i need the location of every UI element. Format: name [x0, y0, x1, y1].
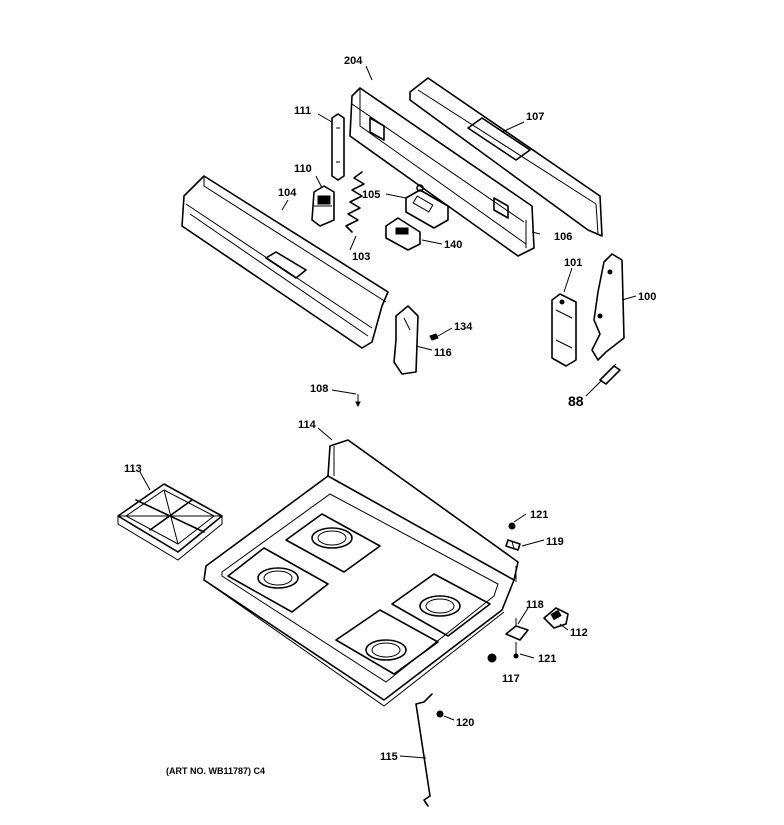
art-number: (ART NO. WB11787) C4	[166, 766, 265, 776]
part-116-trim	[393, 305, 419, 375]
leader-lines	[139, 65, 637, 759]
label-114: 114	[298, 419, 317, 431]
part-115-rod	[415, 693, 433, 807]
label-115: 115	[380, 751, 398, 763]
label-117: 117	[502, 673, 520, 685]
label-134: 134	[454, 321, 473, 333]
label-118: 118	[526, 599, 544, 611]
part-121-screw-lower	[513, 642, 519, 659]
part-107-backsplash-cap	[409, 77, 603, 237]
label-106: 106	[554, 231, 572, 243]
label-100: 100	[638, 291, 656, 303]
label-116: 116	[434, 347, 452, 359]
label-111: 111	[294, 105, 311, 117]
part-118-bracket	[505, 618, 529, 641]
label-120: 120	[456, 717, 474, 729]
part-106-control-backguard	[349, 87, 535, 257]
part-105-timer	[405, 184, 449, 229]
label-121-lower: 121	[538, 653, 556, 665]
label-110: 110	[294, 163, 312, 175]
part-100-end-cap	[591, 253, 625, 361]
label-204: 204	[344, 55, 363, 67]
label-108: 108	[310, 383, 328, 395]
part-113-grate	[117, 483, 223, 561]
label-121-upper: 121	[530, 509, 548, 521]
label-140: 140	[444, 239, 462, 251]
part-111-bracket	[331, 113, 345, 181]
label-112: 112	[570, 627, 588, 639]
part-114-cooktop	[203, 439, 519, 707]
part-119-clip	[505, 539, 521, 551]
part-117-clip	[487, 653, 497, 663]
part-121-screw-upper	[508, 522, 516, 530]
label-105: 105	[362, 189, 380, 201]
part-108-screw	[355, 394, 361, 408]
part-140-overlay	[385, 217, 421, 251]
part-120-fastener	[436, 710, 444, 718]
label-119: 119	[546, 536, 564, 548]
label-103: 103	[352, 251, 370, 263]
label-88: 88	[568, 393, 584, 409]
part-101-side-trim	[551, 293, 577, 367]
part-103-spring	[345, 171, 365, 233]
part-112-hinge	[543, 607, 569, 629]
label-113: 113	[124, 463, 142, 475]
label-107: 107	[526, 111, 544, 123]
part-104-control-panel	[181, 175, 389, 349]
part-134-screw	[429, 333, 439, 341]
part-110-switch	[311, 185, 335, 227]
part-88-insert	[599, 363, 621, 385]
label-101: 101	[564, 257, 582, 269]
label-104: 104	[278, 187, 297, 199]
